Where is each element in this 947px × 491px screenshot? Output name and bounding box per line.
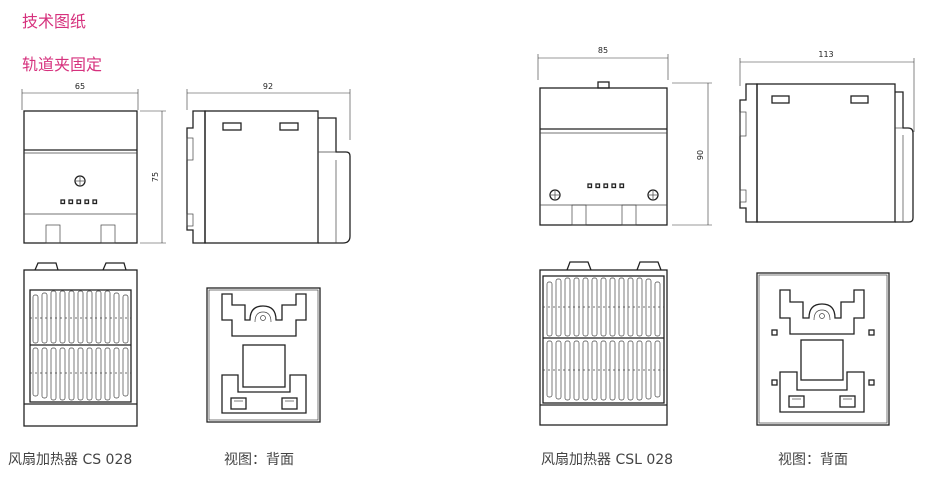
csl-side-view: 113 (739, 50, 915, 223)
csl-depth-dimension: 113 (818, 50, 833, 59)
csl-model-caption: 风扇加热器 CSL 028 (541, 452, 674, 468)
csl-front-view: 85 90 (537, 46, 712, 226)
csl-view-caption: 视图：背面 (778, 452, 848, 468)
section-title: 技术图纸 (22, 12, 87, 31)
cs-height-dimension: 75 (151, 172, 160, 182)
cs-model-caption: 风扇加热器 CS 028 (8, 452, 133, 468)
csl-grille-view (539, 261, 668, 426)
csl-back-view (756, 272, 890, 426)
cs-side-view: 92 (186, 82, 351, 244)
subsection-title: 轨道夹固定 (22, 55, 103, 74)
cs-front-view: 65 75 (21, 82, 166, 244)
cs-grille-view (23, 262, 138, 427)
cs-back-view (206, 287, 321, 423)
cs-view-caption: 视图：背面 (224, 452, 294, 468)
csl-height-dimension: 90 (696, 150, 705, 160)
cs-width-dimension: 65 (75, 82, 85, 91)
cs-depth-dimension: 92 (263, 82, 273, 91)
csl-width-dimension: 85 (598, 46, 608, 55)
